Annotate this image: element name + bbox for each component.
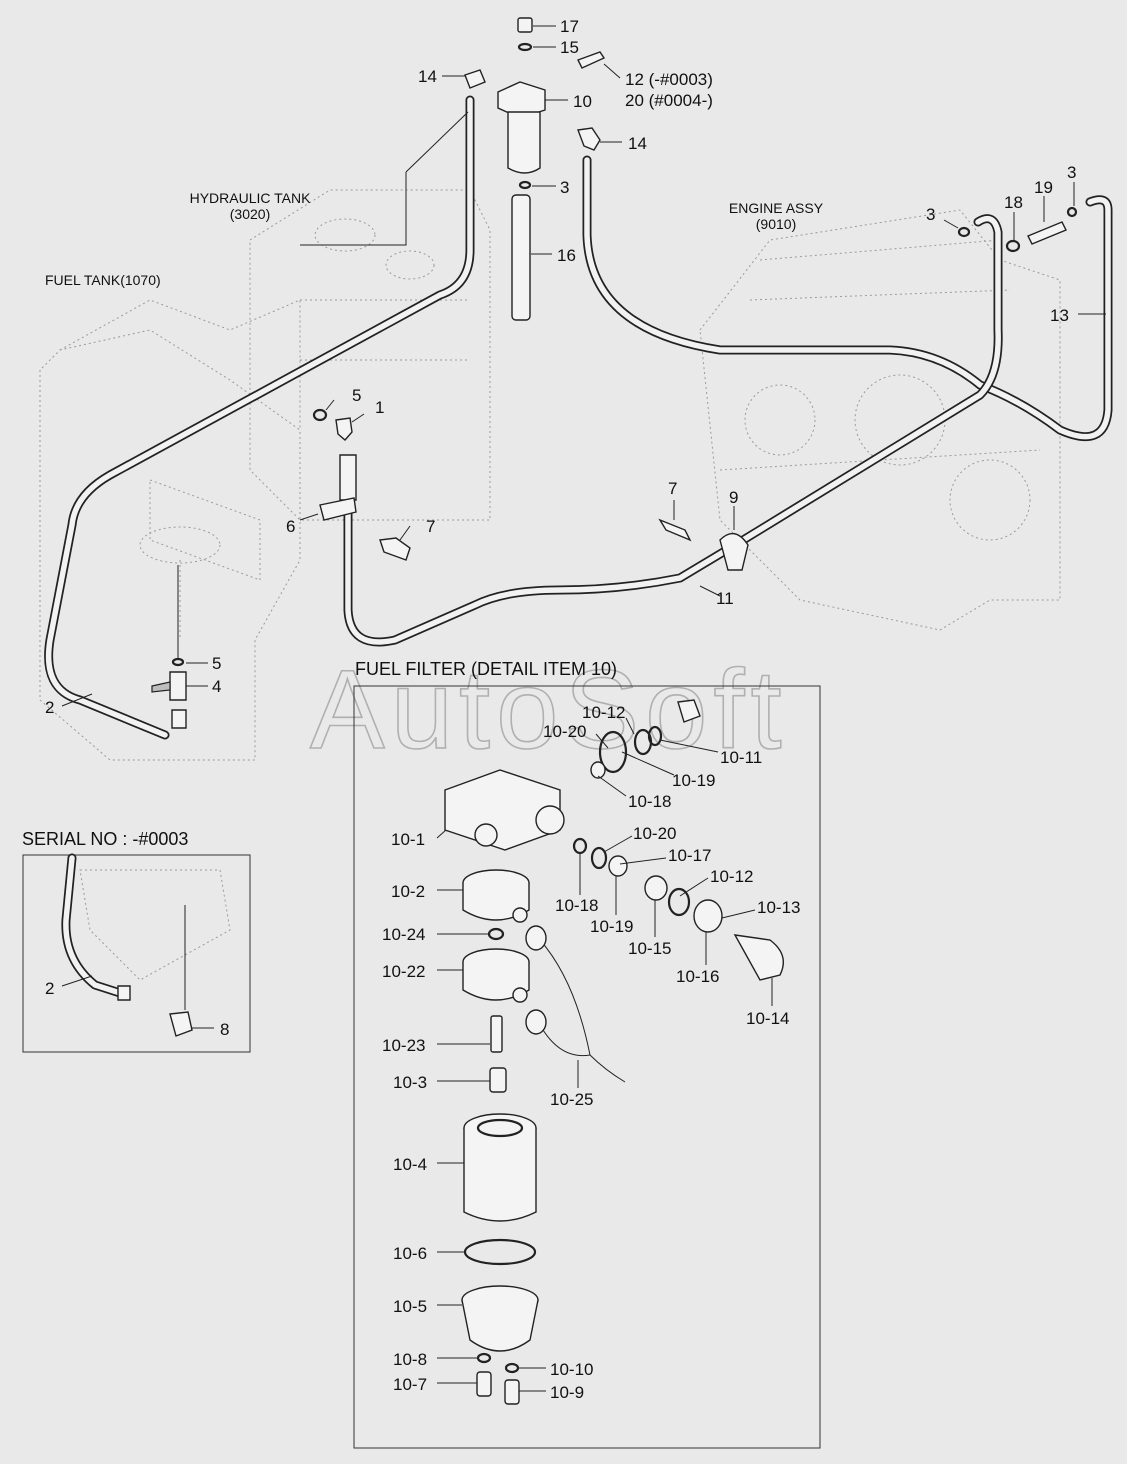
detail-10-5: 10-5 bbox=[393, 1297, 427, 1316]
callout-4: 4 bbox=[212, 677, 221, 696]
detail-10-19-top: 10-19 bbox=[672, 771, 715, 790]
callout-numbers: 17 15 14 12 (-#0003) 20 (#0004-) 10 14 3… bbox=[45, 17, 1076, 717]
detail-10-22: 10-22 bbox=[382, 962, 425, 981]
detail-10-13: 10-13 bbox=[757, 898, 800, 917]
detail-10-8: 10-8 bbox=[393, 1350, 427, 1369]
detail-10-16: 10-16 bbox=[676, 967, 719, 986]
hydraulic-tank-name: HYDRAULIC TANK bbox=[190, 190, 312, 206]
fuel-tank-label: FUEL TANK(1070) bbox=[45, 272, 161, 288]
callout-2-inset: 2 bbox=[45, 979, 54, 998]
watermark: AutoSoft bbox=[310, 647, 788, 772]
detail-10-1: 10-1 bbox=[391, 830, 425, 849]
callout-7-right: 7 bbox=[668, 479, 677, 498]
callout-10: 10 bbox=[573, 92, 592, 111]
top-filter-assembly bbox=[151, 17, 1078, 729]
callout-13: 13 bbox=[1050, 306, 1069, 325]
callout-18: 18 bbox=[1004, 193, 1023, 212]
callout-11: 11 bbox=[716, 589, 734, 608]
detail-fuel-filter: FUEL FILTER (DETAIL ITEM 10) bbox=[353, 659, 821, 1449]
detail-10-10: 10-10 bbox=[550, 1360, 593, 1379]
callout-20: 20 (#0004-) bbox=[625, 91, 713, 110]
serial-title: SERIAL NO : -#0003 bbox=[22, 829, 188, 849]
detail-10-18-top: 10-18 bbox=[628, 792, 671, 811]
detail-10-9: 10-9 bbox=[550, 1383, 584, 1402]
callout-3-right: 3 bbox=[1067, 163, 1076, 182]
callout-7-left: 7 bbox=[426, 517, 435, 536]
ghost-fuel-tank bbox=[39, 299, 301, 761]
detail-10-6: 10-6 bbox=[393, 1244, 427, 1263]
callout-14-left: 14 bbox=[418, 67, 437, 86]
engine-assy-code: (9010) bbox=[756, 216, 796, 232]
serial-inset: SERIAL NO : -#0003 2 8 bbox=[22, 829, 251, 1053]
callout-14-right: 14 bbox=[628, 134, 647, 153]
callout-19: 19 bbox=[1034, 178, 1053, 197]
callout-9: 9 bbox=[729, 488, 738, 507]
detail-10-19-side: 10-19 bbox=[590, 917, 633, 936]
detail-10-14: 10-14 bbox=[746, 1009, 789, 1028]
leader-lines-top bbox=[61, 25, 1106, 707]
detail-10-11: 10-11 bbox=[720, 748, 762, 767]
detail-10-3: 10-3 bbox=[393, 1073, 427, 1092]
detail-10-24: 10-24 bbox=[382, 925, 425, 944]
callout-5-top: 5 bbox=[352, 386, 361, 405]
detail-10-12-side: 10-12 bbox=[710, 867, 753, 886]
detail-10-20-side: 10-20 bbox=[633, 824, 676, 843]
component-labels: HYDRAULIC TANK (3020) FUEL TANK(1070) EN… bbox=[45, 190, 824, 288]
callout-16: 16 bbox=[557, 246, 576, 265]
callout-6: 6 bbox=[286, 517, 295, 536]
detail-10-17: 10-17 bbox=[668, 846, 711, 865]
callout-3-top: 3 bbox=[560, 178, 569, 197]
callout-2: 2 bbox=[45, 698, 54, 717]
detail-title: FUEL FILTER (DETAIL ITEM 10) bbox=[355, 659, 617, 679]
hydraulic-tank-code: (3020) bbox=[230, 206, 270, 222]
detail-10-18-side: 10-18 bbox=[555, 896, 598, 915]
callout-17: 17 bbox=[560, 17, 579, 36]
detail-10-7: 10-7 bbox=[393, 1375, 427, 1394]
detail-10-12-top: 10-12 bbox=[582, 703, 625, 722]
detail-10-23: 10-23 bbox=[382, 1036, 425, 1055]
engine-assy-name: ENGINE ASSY bbox=[729, 200, 824, 216]
detail-10-25: 10-25 bbox=[550, 1090, 593, 1109]
fuel-lines bbox=[44, 95, 1113, 740]
callout-5-bottom: 5 bbox=[212, 654, 221, 673]
detail-10-20-top: 10-20 bbox=[543, 722, 586, 741]
callout-12: 12 (-#0003) bbox=[625, 70, 713, 89]
detail-10-4: 10-4 bbox=[393, 1155, 427, 1174]
detail-10-15: 10-15 bbox=[628, 939, 671, 958]
ghost-engine bbox=[699, 209, 1061, 631]
callout-8: 8 bbox=[220, 1020, 229, 1039]
callout-1: 1 bbox=[375, 398, 384, 417]
callout-3-engine: 3 bbox=[926, 205, 935, 224]
ghost-hydraulic-tank bbox=[249, 189, 491, 521]
callout-15: 15 bbox=[560, 38, 579, 57]
detail-10-2: 10-2 bbox=[391, 882, 425, 901]
